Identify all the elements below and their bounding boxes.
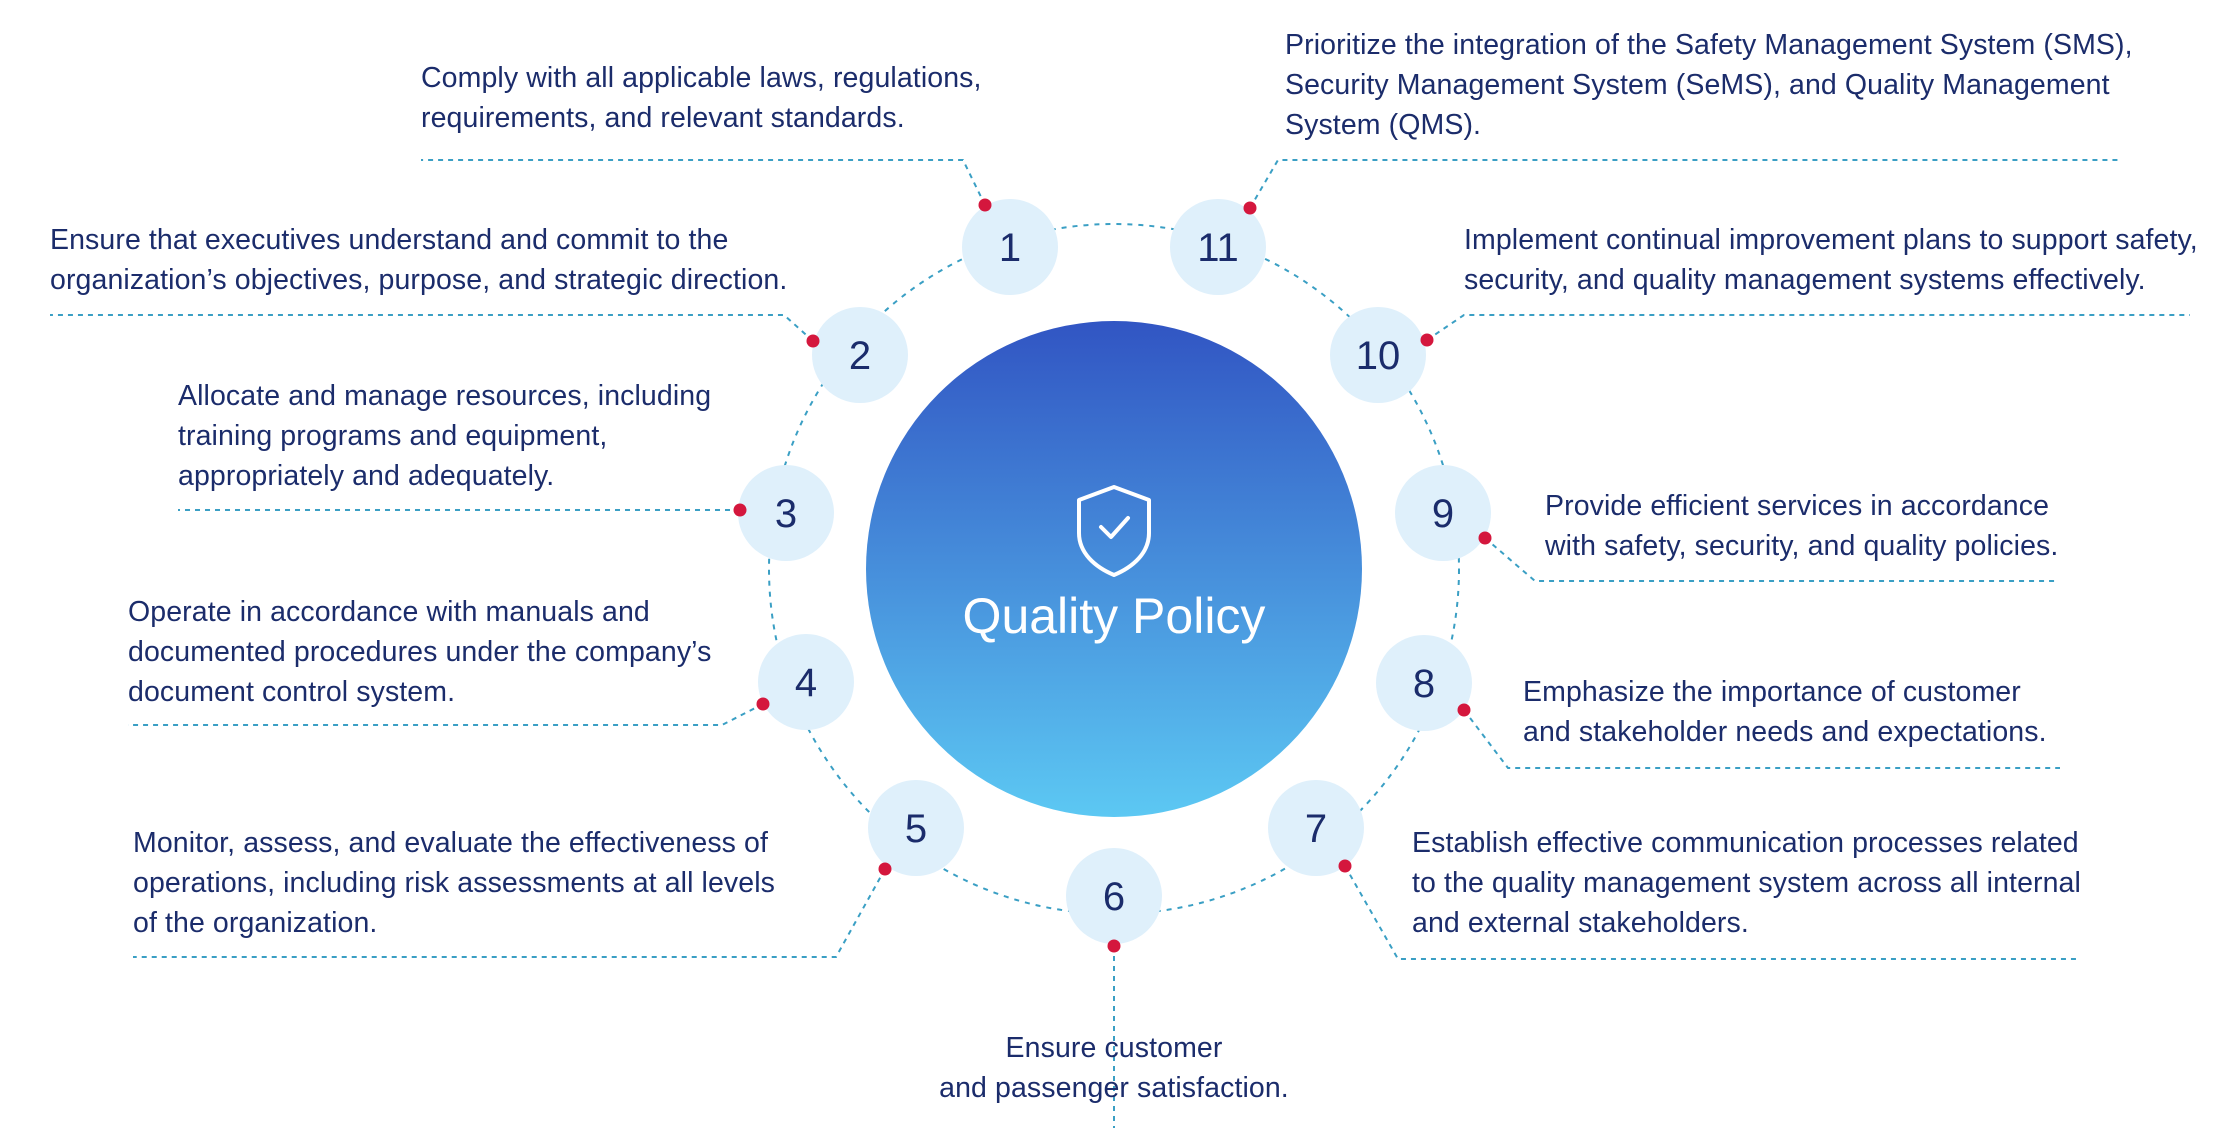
node-4: 4 <box>758 634 854 730</box>
marker-dot-7 <box>1338 859 1352 873</box>
node-8: 8 <box>1376 635 1472 731</box>
node-number-2: 2 <box>849 334 871 378</box>
center-title: Quality Policy <box>963 588 1266 644</box>
node-circle-1 <box>962 199 1058 295</box>
connector-lines <box>50 159 2190 1128</box>
node-number-5: 5 <box>905 807 927 851</box>
connector-line-5 <box>133 868 886 958</box>
node-number-10: 10 <box>1356 334 1401 378</box>
node-11: 11 <box>1170 199 1266 295</box>
node-circle-4 <box>758 634 854 730</box>
node-2: 2 <box>812 307 908 403</box>
connector-line-8 <box>1463 709 2060 769</box>
node-circle-2 <box>812 307 908 403</box>
policy-item-text-10: Implement continual improvement plans to… <box>1464 224 2198 296</box>
policy-item-text-9: Provide efficient services in accordance… <box>1545 490 2059 562</box>
marker-dot-3 <box>733 503 747 517</box>
node-number-6: 6 <box>1103 875 1125 919</box>
connector-line-7 <box>1344 865 2080 960</box>
node-circle-5 <box>868 780 964 876</box>
marker-dot-2 <box>806 334 820 348</box>
marker-dot-9 <box>1478 531 1492 545</box>
node-9: 9 <box>1395 465 1491 561</box>
node-7: 7 <box>1268 780 1364 876</box>
marker-dot-5 <box>878 862 892 876</box>
policy-item-text-1: Comply with all applicable laws, regulat… <box>421 62 982 134</box>
center-circle <box>866 321 1362 817</box>
connector-line-4 <box>128 703 764 726</box>
marker-dot-10 <box>1420 333 1434 347</box>
policy-item-text-8: Emphasize the importance of customer and… <box>1523 676 2047 748</box>
node-number-7: 7 <box>1305 807 1327 851</box>
policy-item-text-5: Monitor, assess, and evaluate the effect… <box>133 827 775 939</box>
node-5: 5 <box>868 780 964 876</box>
connector-line-11 <box>1249 159 2122 209</box>
policy-item-text-4: Operate in accordance with manuals and d… <box>128 596 712 708</box>
node-1: 1 <box>962 199 1058 295</box>
node-circle-6 <box>1066 848 1162 944</box>
node-10: 10 <box>1330 307 1426 403</box>
node-circle-8 <box>1376 635 1472 731</box>
node-number-9: 9 <box>1432 492 1454 536</box>
connector-line-2 <box>50 314 814 342</box>
node-number-1: 1 <box>999 226 1021 270</box>
marker-dot-1 <box>978 198 992 212</box>
node-number-3: 3 <box>775 492 797 536</box>
node-3: 3 <box>738 465 834 561</box>
node-circle-7 <box>1268 780 1364 876</box>
connector-line-10 <box>1426 314 2190 341</box>
connector-line-1 <box>421 159 986 206</box>
node-6: 6 <box>1066 848 1162 944</box>
node-number-4: 4 <box>795 661 817 705</box>
node-circle-11 <box>1170 199 1266 295</box>
policy-item-text-7: Establish effective communication proces… <box>1412 827 2081 939</box>
marker-dot-8 <box>1457 703 1471 717</box>
numbered-nodes: 1 2 3 4 5 6 7 8 9 10 11 <box>733 198 1492 953</box>
marker-dot-6 <box>1107 939 1121 953</box>
policy-item-text-3: Allocate and manage resources, including… <box>178 380 712 492</box>
connector-line-9 <box>1484 537 2057 582</box>
marker-dot-4 <box>756 697 770 711</box>
node-number-11: 11 <box>1197 226 1239 270</box>
node-number-8: 8 <box>1413 662 1435 706</box>
node-circle-10 <box>1330 307 1426 403</box>
shield-check-icon <box>1077 485 1151 577</box>
node-circle-3 <box>738 465 834 561</box>
policy-item-text-6: Ensure customer and passenger satisfacti… <box>939 1032 1289 1104</box>
marker-dot-11 <box>1243 201 1257 215</box>
policy-item-text-11: Prioritize the integration of the Safety… <box>1285 29 2133 141</box>
node-circle-9 <box>1395 465 1491 561</box>
policy-item-text-2: Ensure that executives understand and co… <box>50 224 788 296</box>
